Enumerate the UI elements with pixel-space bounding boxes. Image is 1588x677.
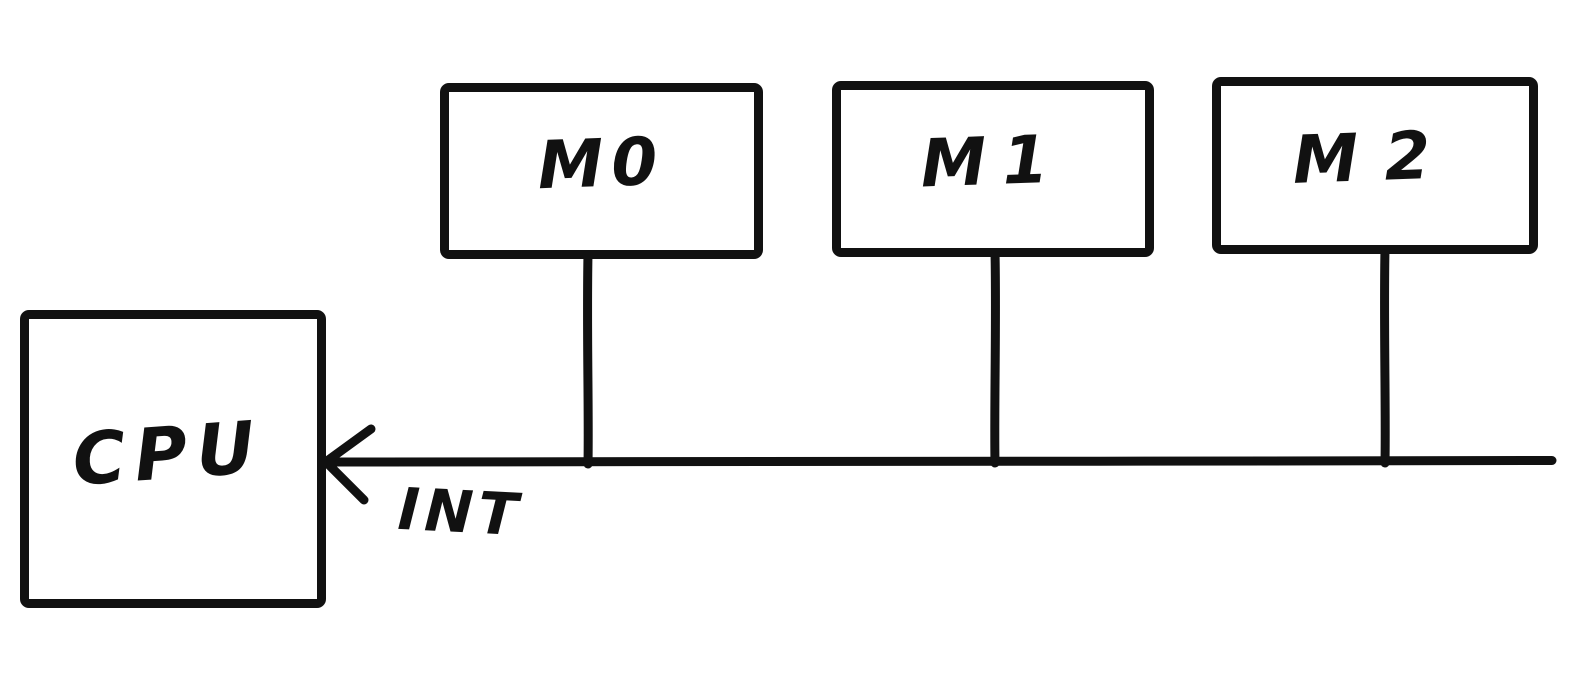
module-label-m1: M1 xyxy=(919,120,1066,202)
int-label: INT xyxy=(396,474,525,550)
module-box-m2: M2 xyxy=(1212,77,1538,254)
module-label-m0: M0 xyxy=(536,122,667,204)
arrowhead-icon xyxy=(322,424,376,505)
cpu-label: CPU xyxy=(70,404,267,502)
module-box-m0: M0 xyxy=(440,83,763,259)
m0-drop-line xyxy=(583,249,593,469)
module-box-m1: M1 xyxy=(832,81,1154,257)
module-label-m2: M2 xyxy=(1291,116,1458,199)
m1-drop-line xyxy=(990,247,1000,468)
interrupt-bus-line xyxy=(323,456,1557,467)
m2-drop-line xyxy=(1380,244,1390,468)
cpu-box: CPU xyxy=(20,310,326,608)
